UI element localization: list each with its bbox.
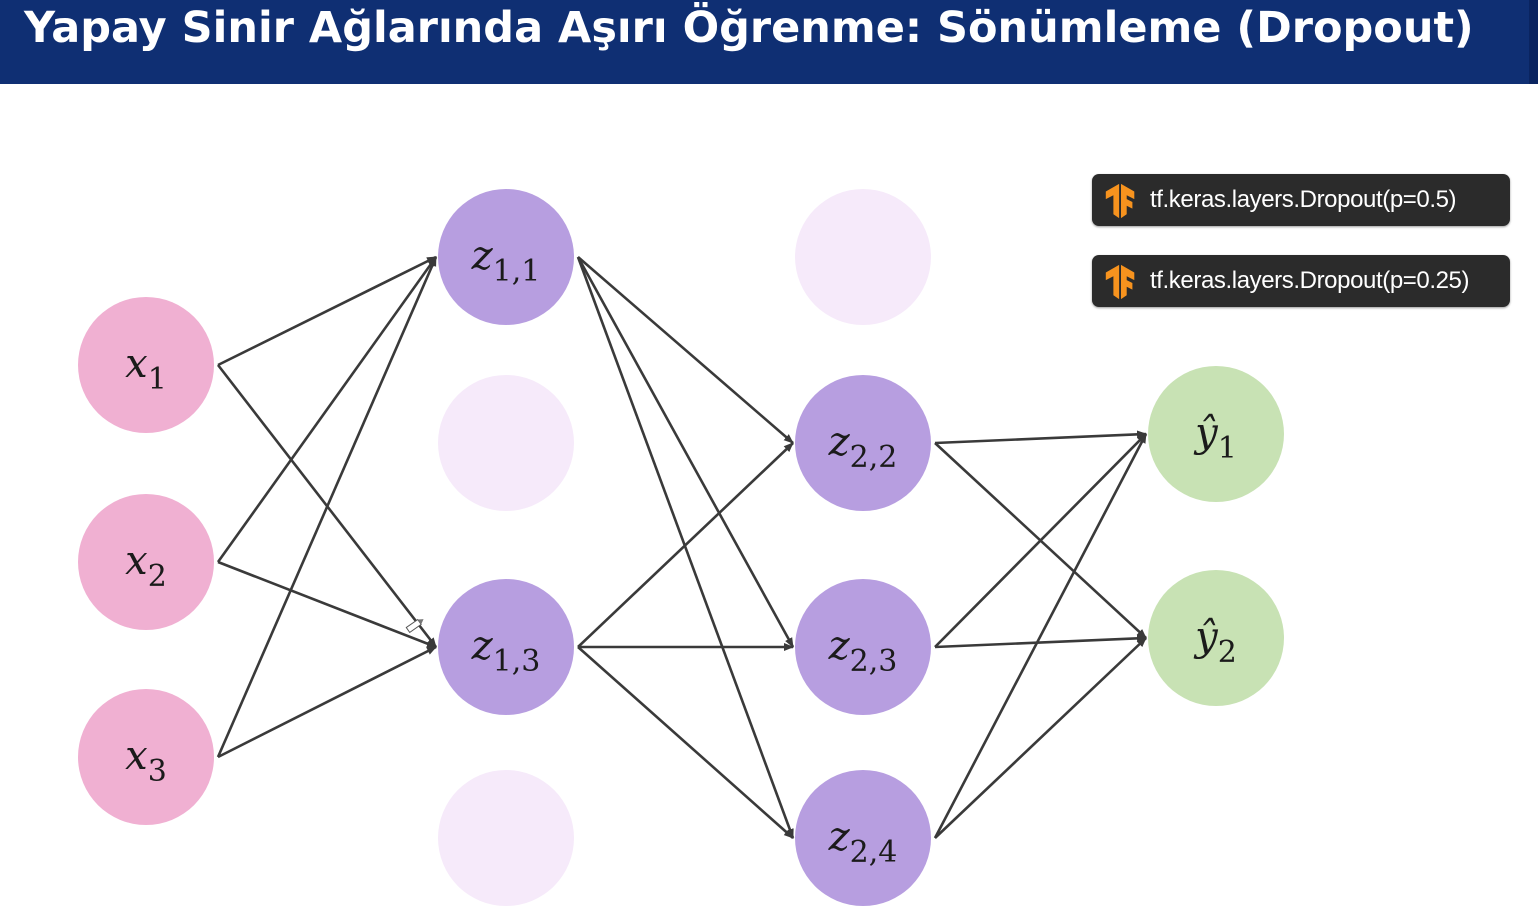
connection-arrow bbox=[217, 560, 437, 649]
neuron-subscript: 1,3 bbox=[493, 644, 541, 679]
title-bar-edge bbox=[1529, 0, 1538, 84]
neuron-circle bbox=[795, 189, 931, 325]
neuron-label: z1,1 bbox=[471, 233, 541, 289]
connection-arrow bbox=[934, 634, 1147, 649]
neuron-subscript: 2 bbox=[148, 559, 167, 594]
connection-arrow bbox=[934, 637, 1147, 839]
neuron-circle bbox=[438, 579, 574, 715]
neuron-z22: z2,2 bbox=[795, 375, 931, 511]
neuron-circle bbox=[438, 375, 574, 511]
neuron-label: z1,3 bbox=[471, 623, 541, 679]
connection-arrow bbox=[577, 646, 794, 839]
neuron-variable: z bbox=[828, 814, 851, 860]
connection-arrow bbox=[934, 433, 1147, 648]
neuron-label: x2 bbox=[125, 538, 167, 594]
dropped-neuron-z12 bbox=[438, 375, 574, 511]
neuron-subscript: 2,2 bbox=[850, 440, 898, 475]
pencil-cursor-icon bbox=[405, 618, 424, 634]
tensorflow-icon bbox=[1105, 264, 1135, 300]
neuron-z23: z2,3 bbox=[795, 579, 931, 715]
dropped-neuron-z14 bbox=[438, 770, 574, 906]
neuron-label: x3 bbox=[125, 733, 167, 789]
neuron-subscript: 2,4 bbox=[850, 835, 898, 870]
neuron-variable: z bbox=[828, 419, 851, 465]
neuron-circle bbox=[78, 297, 214, 433]
neuron-x2: x2 bbox=[78, 494, 214, 630]
neuron-circle bbox=[795, 579, 931, 715]
dropout-code-text: tf.keras.layers.Dropout(p=0.5) bbox=[1150, 186, 1457, 213]
slide-title: Yapay Sinir Ağlarında Aşırı Öğrenme: Sön… bbox=[24, 3, 1474, 53]
connection-layer bbox=[216, 255, 1148, 839]
connection-arrow bbox=[934, 430, 1147, 445]
connection-arrow bbox=[577, 256, 794, 444]
neuron-circle bbox=[438, 770, 574, 906]
neuron-z13: z1,3 bbox=[438, 579, 574, 715]
neuron-label: ŷ2 bbox=[1193, 614, 1237, 670]
neuron-subscript: 1 bbox=[1218, 431, 1237, 466]
neuron-circle bbox=[1148, 570, 1284, 706]
connection-arrow bbox=[217, 645, 437, 759]
neuron-variable: z bbox=[471, 233, 494, 279]
connection-arrow bbox=[217, 255, 437, 367]
dropped-neuron-z21 bbox=[795, 189, 931, 325]
neuron-circle bbox=[78, 494, 214, 630]
neuron-variable: ŷ bbox=[1193, 614, 1219, 660]
neuron-y2: ŷ2 bbox=[1148, 570, 1284, 706]
neuron-variable: x bbox=[125, 341, 148, 387]
dropout-code-snippet-2: tf.keras.layers.Dropout(p=0.25) bbox=[1092, 255, 1510, 307]
connection-arrow bbox=[576, 256, 795, 839]
neuron-subscript: 3 bbox=[148, 754, 167, 789]
neuron-label: x1 bbox=[125, 341, 167, 397]
neuron-z24: z2,4 bbox=[795, 770, 931, 906]
neuron-subscript: 2 bbox=[1218, 635, 1237, 670]
neuron-x3: x3 bbox=[78, 689, 214, 825]
neuron-label: ŷ1 bbox=[1193, 410, 1237, 466]
neuron-variable: ŷ bbox=[1193, 410, 1219, 456]
neuron-z11: z1,1 bbox=[438, 189, 574, 325]
neuron-subscript: 1 bbox=[148, 362, 167, 397]
connection-arrow bbox=[933, 433, 1148, 839]
connection-arrow bbox=[577, 442, 794, 648]
neuron-variable: z bbox=[471, 623, 494, 669]
neuron-label: z2,4 bbox=[828, 814, 898, 870]
neuron-circle bbox=[438, 189, 574, 325]
neuron-circle bbox=[1148, 366, 1284, 502]
neuron-subscript: 2,3 bbox=[850, 644, 898, 679]
neuron-variable: z bbox=[828, 623, 851, 669]
title-bar: Yapay Sinir Ağlarında Aşırı Öğrenme: Sön… bbox=[0, 0, 1538, 84]
neuron-label: z2,3 bbox=[828, 623, 898, 679]
neuron-circle bbox=[795, 375, 931, 511]
neuron-variable: x bbox=[125, 733, 148, 779]
neuron-x1: x1 bbox=[78, 297, 214, 433]
neuron-y1: ŷ1 bbox=[1148, 366, 1284, 502]
tensorflow-icon bbox=[1105, 183, 1135, 219]
connection-arrow bbox=[576, 256, 795, 648]
neuron-circle bbox=[795, 770, 931, 906]
neuron-label: z2,2 bbox=[828, 419, 898, 475]
connection-arrow bbox=[216, 256, 438, 758]
dropout-code-snippet-1: tf.keras.layers.Dropout(p=0.5) bbox=[1092, 174, 1510, 226]
neuron-subscript: 1,1 bbox=[493, 254, 541, 289]
dropout-code-text: tf.keras.layers.Dropout(p=0.25) bbox=[1150, 267, 1470, 294]
neuron-variable: x bbox=[125, 538, 148, 584]
neuron-circle bbox=[78, 689, 214, 825]
connection-arrow bbox=[216, 256, 438, 563]
